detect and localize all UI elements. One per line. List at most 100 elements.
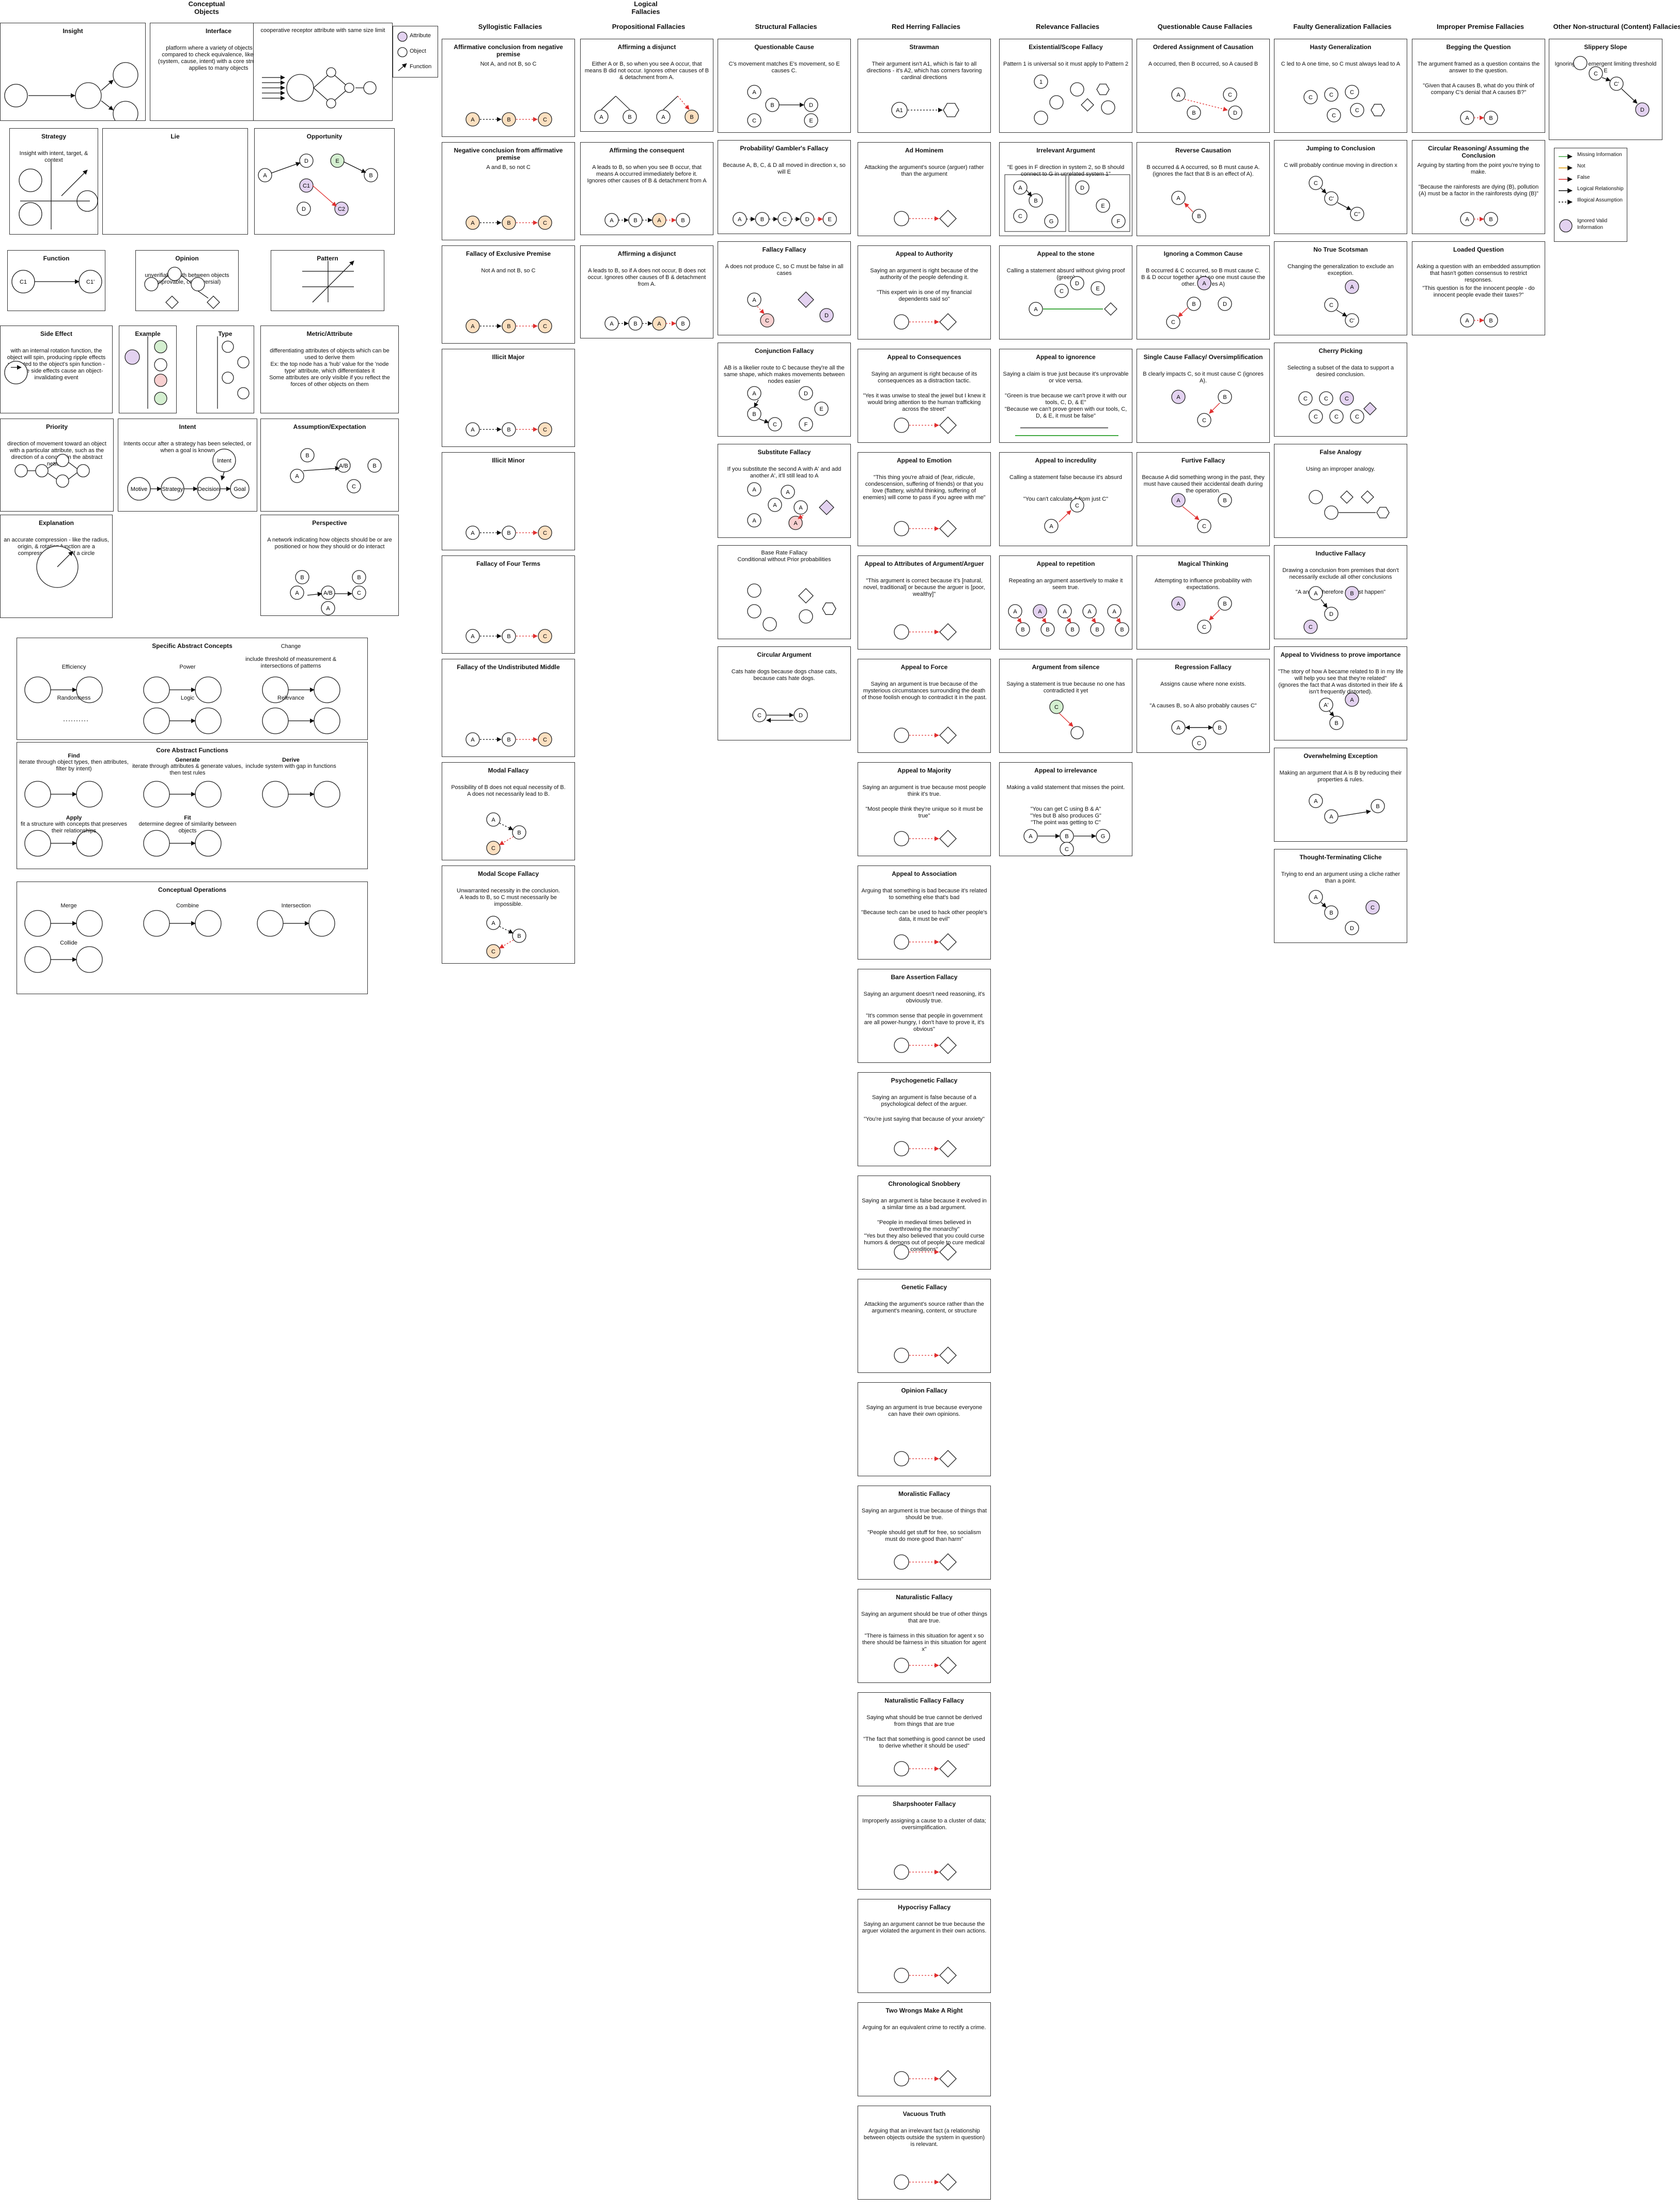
box-desc: Selecting a subset of the data to suppor… (1287, 365, 1394, 378)
node: A (656, 110, 671, 124)
node (76, 190, 98, 212)
node: C (1324, 298, 1339, 312)
node: B (1371, 799, 1385, 813)
node: B (628, 213, 643, 227)
node: A/B (336, 458, 351, 473)
svg-text:A: A (1018, 185, 1022, 191)
svg-text:C: C (1355, 107, 1359, 114)
node (894, 211, 909, 226)
node: B (1060, 829, 1074, 843)
svg-text:C: C (765, 318, 769, 324)
box-title: No True Scotsman (1313, 246, 1368, 253)
edge-arrow (1209, 403, 1220, 414)
svg-text:A: A (471, 323, 475, 330)
svg-text:B: B (507, 220, 510, 226)
node: B (765, 98, 780, 112)
node: D (1075, 180, 1090, 195)
box-quote: "You can get C using B & A" "Yes but B a… (1030, 806, 1101, 826)
node: Decision (197, 477, 221, 501)
node: A (1309, 794, 1323, 808)
box-title: Single Cause Fallacy/ Oversimplification (1143, 353, 1263, 361)
legend-item-0: Attribute (410, 33, 431, 39)
svg-text:A: A (1087, 609, 1092, 615)
node: B (755, 212, 770, 226)
node (143, 707, 170, 734)
node: B (1218, 493, 1232, 507)
node: C (538, 732, 552, 747)
node: C (1013, 209, 1028, 223)
svg-text:A: A (1038, 609, 1042, 615)
box-title: Regression Fallacy (1175, 663, 1232, 671)
node: C (1324, 87, 1339, 102)
right-legend-item-4: Illogical Assumption (1577, 197, 1623, 203)
system-2-frame (1068, 174, 1130, 232)
svg-text:C: C (757, 713, 761, 719)
diamond-node (939, 830, 957, 847)
box-desc: Unwarranted necessity in the conclusion.… (457, 888, 560, 907)
box-desc: Repeating an argument assertively to mak… (1008, 578, 1123, 591)
node: B (502, 319, 516, 333)
edge-line (313, 87, 332, 104)
box-title: Sharpshooter Fallacy (892, 1800, 956, 1807)
svg-text:C: C (1202, 523, 1206, 530)
svg-text:A: A (1176, 394, 1180, 400)
node: B (295, 570, 309, 584)
box-title: Modal Fallacy (488, 767, 529, 774)
box-desc: Attacking the argument's source rather t… (864, 1301, 984, 1314)
diamond-node (207, 296, 220, 309)
box-title: Appeal to ignorence (1036, 353, 1096, 361)
node (326, 67, 336, 78)
node (195, 707, 222, 734)
box-title: Ignoring a Common Cause (1163, 250, 1243, 257)
svg-text:A: A (799, 505, 803, 511)
box-title: Explanation (38, 519, 74, 527)
svg-text:C: C (773, 422, 777, 428)
column-header-6: Faulty Generalization Fallacies (1293, 23, 1392, 30)
box-desc: AB is a likelier route to C because they… (723, 365, 845, 384)
svg-text:A: A (471, 117, 475, 123)
svg-text:A: A (1465, 318, 1469, 324)
svg-text:A: A (1350, 284, 1354, 290)
node: E (814, 401, 829, 416)
svg-text:B: B (760, 217, 764, 223)
node: E (804, 113, 818, 128)
svg-text:C: C (1309, 624, 1313, 630)
node: C1 (299, 178, 314, 193)
edge-arrow (1329, 710, 1334, 717)
node (1034, 111, 1048, 125)
svg-text:B: B (1034, 198, 1037, 204)
box-quote: "This thing you're afraid of (fear, ridi… (863, 474, 986, 501)
hexagon-node (1096, 83, 1110, 96)
svg-text:B: B (752, 411, 756, 418)
node: C (1049, 700, 1064, 714)
node (894, 1348, 909, 1363)
box-desc: Intents occur after a strategy has been … (123, 441, 252, 454)
node: A (747, 482, 761, 497)
concept-11: Example (119, 326, 177, 413)
svg-text:B: B (507, 737, 510, 743)
node: C (538, 629, 552, 643)
node: B (623, 110, 637, 124)
node (222, 341, 234, 353)
node: A (747, 85, 761, 99)
box-desc: C's movement matches E's movement, so E … (728, 61, 840, 74)
box-desc: Not A and not B, so C (481, 268, 536, 274)
edge-arrow (1621, 88, 1638, 104)
fallacy-6-6: Appeal to Vividness to prove importance"… (1274, 646, 1407, 740)
